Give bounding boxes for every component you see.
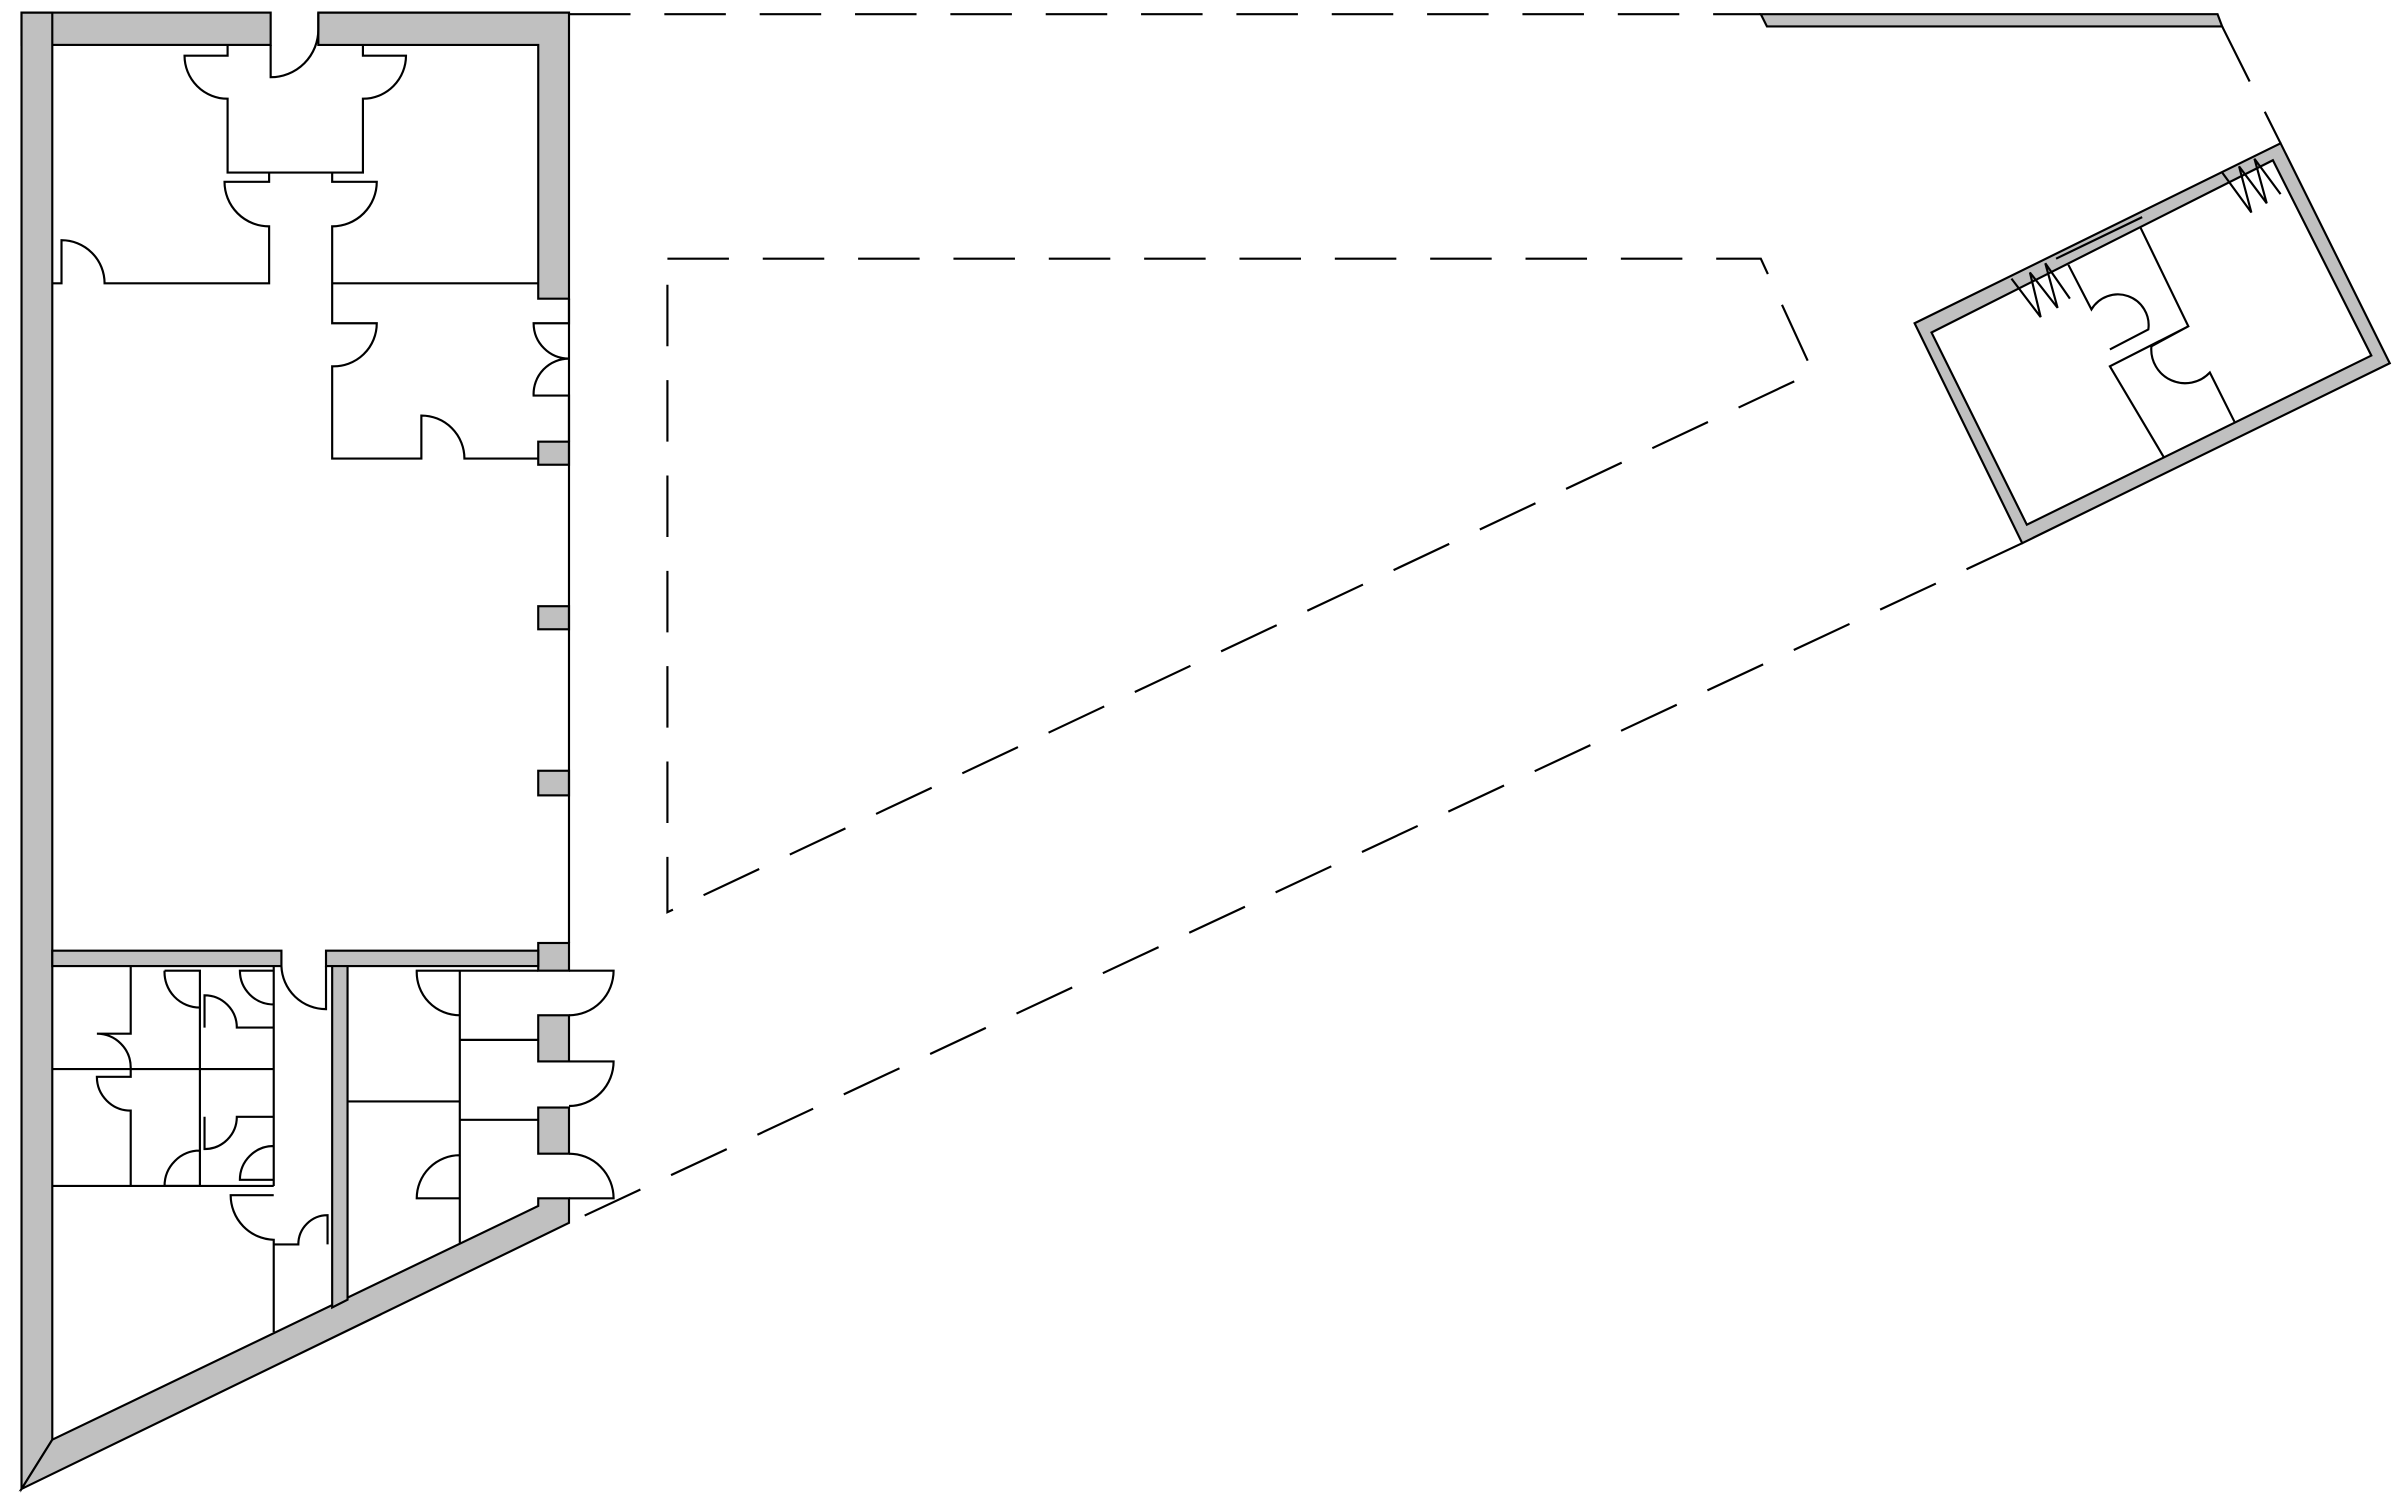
pillar xyxy=(537,769,571,797)
entry-door xyxy=(269,12,320,79)
wall-mid-left xyxy=(51,949,283,968)
room-top xyxy=(183,44,408,174)
wall-left xyxy=(20,11,54,1493)
window-zigzag xyxy=(2010,262,2071,318)
side-doors xyxy=(532,298,571,442)
pillar xyxy=(537,1014,571,1063)
corridor-door xyxy=(280,966,328,1011)
dashed-outlines xyxy=(568,13,2282,1224)
pillar xyxy=(537,941,571,972)
pillar xyxy=(537,1106,571,1155)
room-right-top xyxy=(331,172,539,460)
right-room-doors xyxy=(568,969,615,1200)
left-building-walls xyxy=(18,11,571,1493)
room-left-top xyxy=(52,172,271,285)
inner-dashed-courtyard xyxy=(666,257,1815,914)
outer-dashed-boundary xyxy=(568,13,2282,1224)
wall-mid-right xyxy=(324,949,540,968)
bottom-rooms xyxy=(229,1194,329,1333)
top-strip-wall xyxy=(1759,13,2224,28)
wall-corridor xyxy=(331,964,349,1310)
restroom-stalls xyxy=(163,966,275,1188)
wall-top-right xyxy=(317,11,571,300)
left-building-interior xyxy=(52,12,615,1333)
right-building xyxy=(1759,13,2392,545)
pillar xyxy=(537,440,571,466)
wall-top-left xyxy=(20,11,272,46)
right-building-floor xyxy=(1930,158,2373,527)
restroom-partitions xyxy=(52,966,274,1188)
right-rooms xyxy=(347,969,539,1243)
right-building-interior xyxy=(2055,216,2236,458)
wall-bottom-diagonal xyxy=(18,1197,571,1492)
window-zigzag xyxy=(2221,158,2282,214)
pillar xyxy=(537,605,571,631)
